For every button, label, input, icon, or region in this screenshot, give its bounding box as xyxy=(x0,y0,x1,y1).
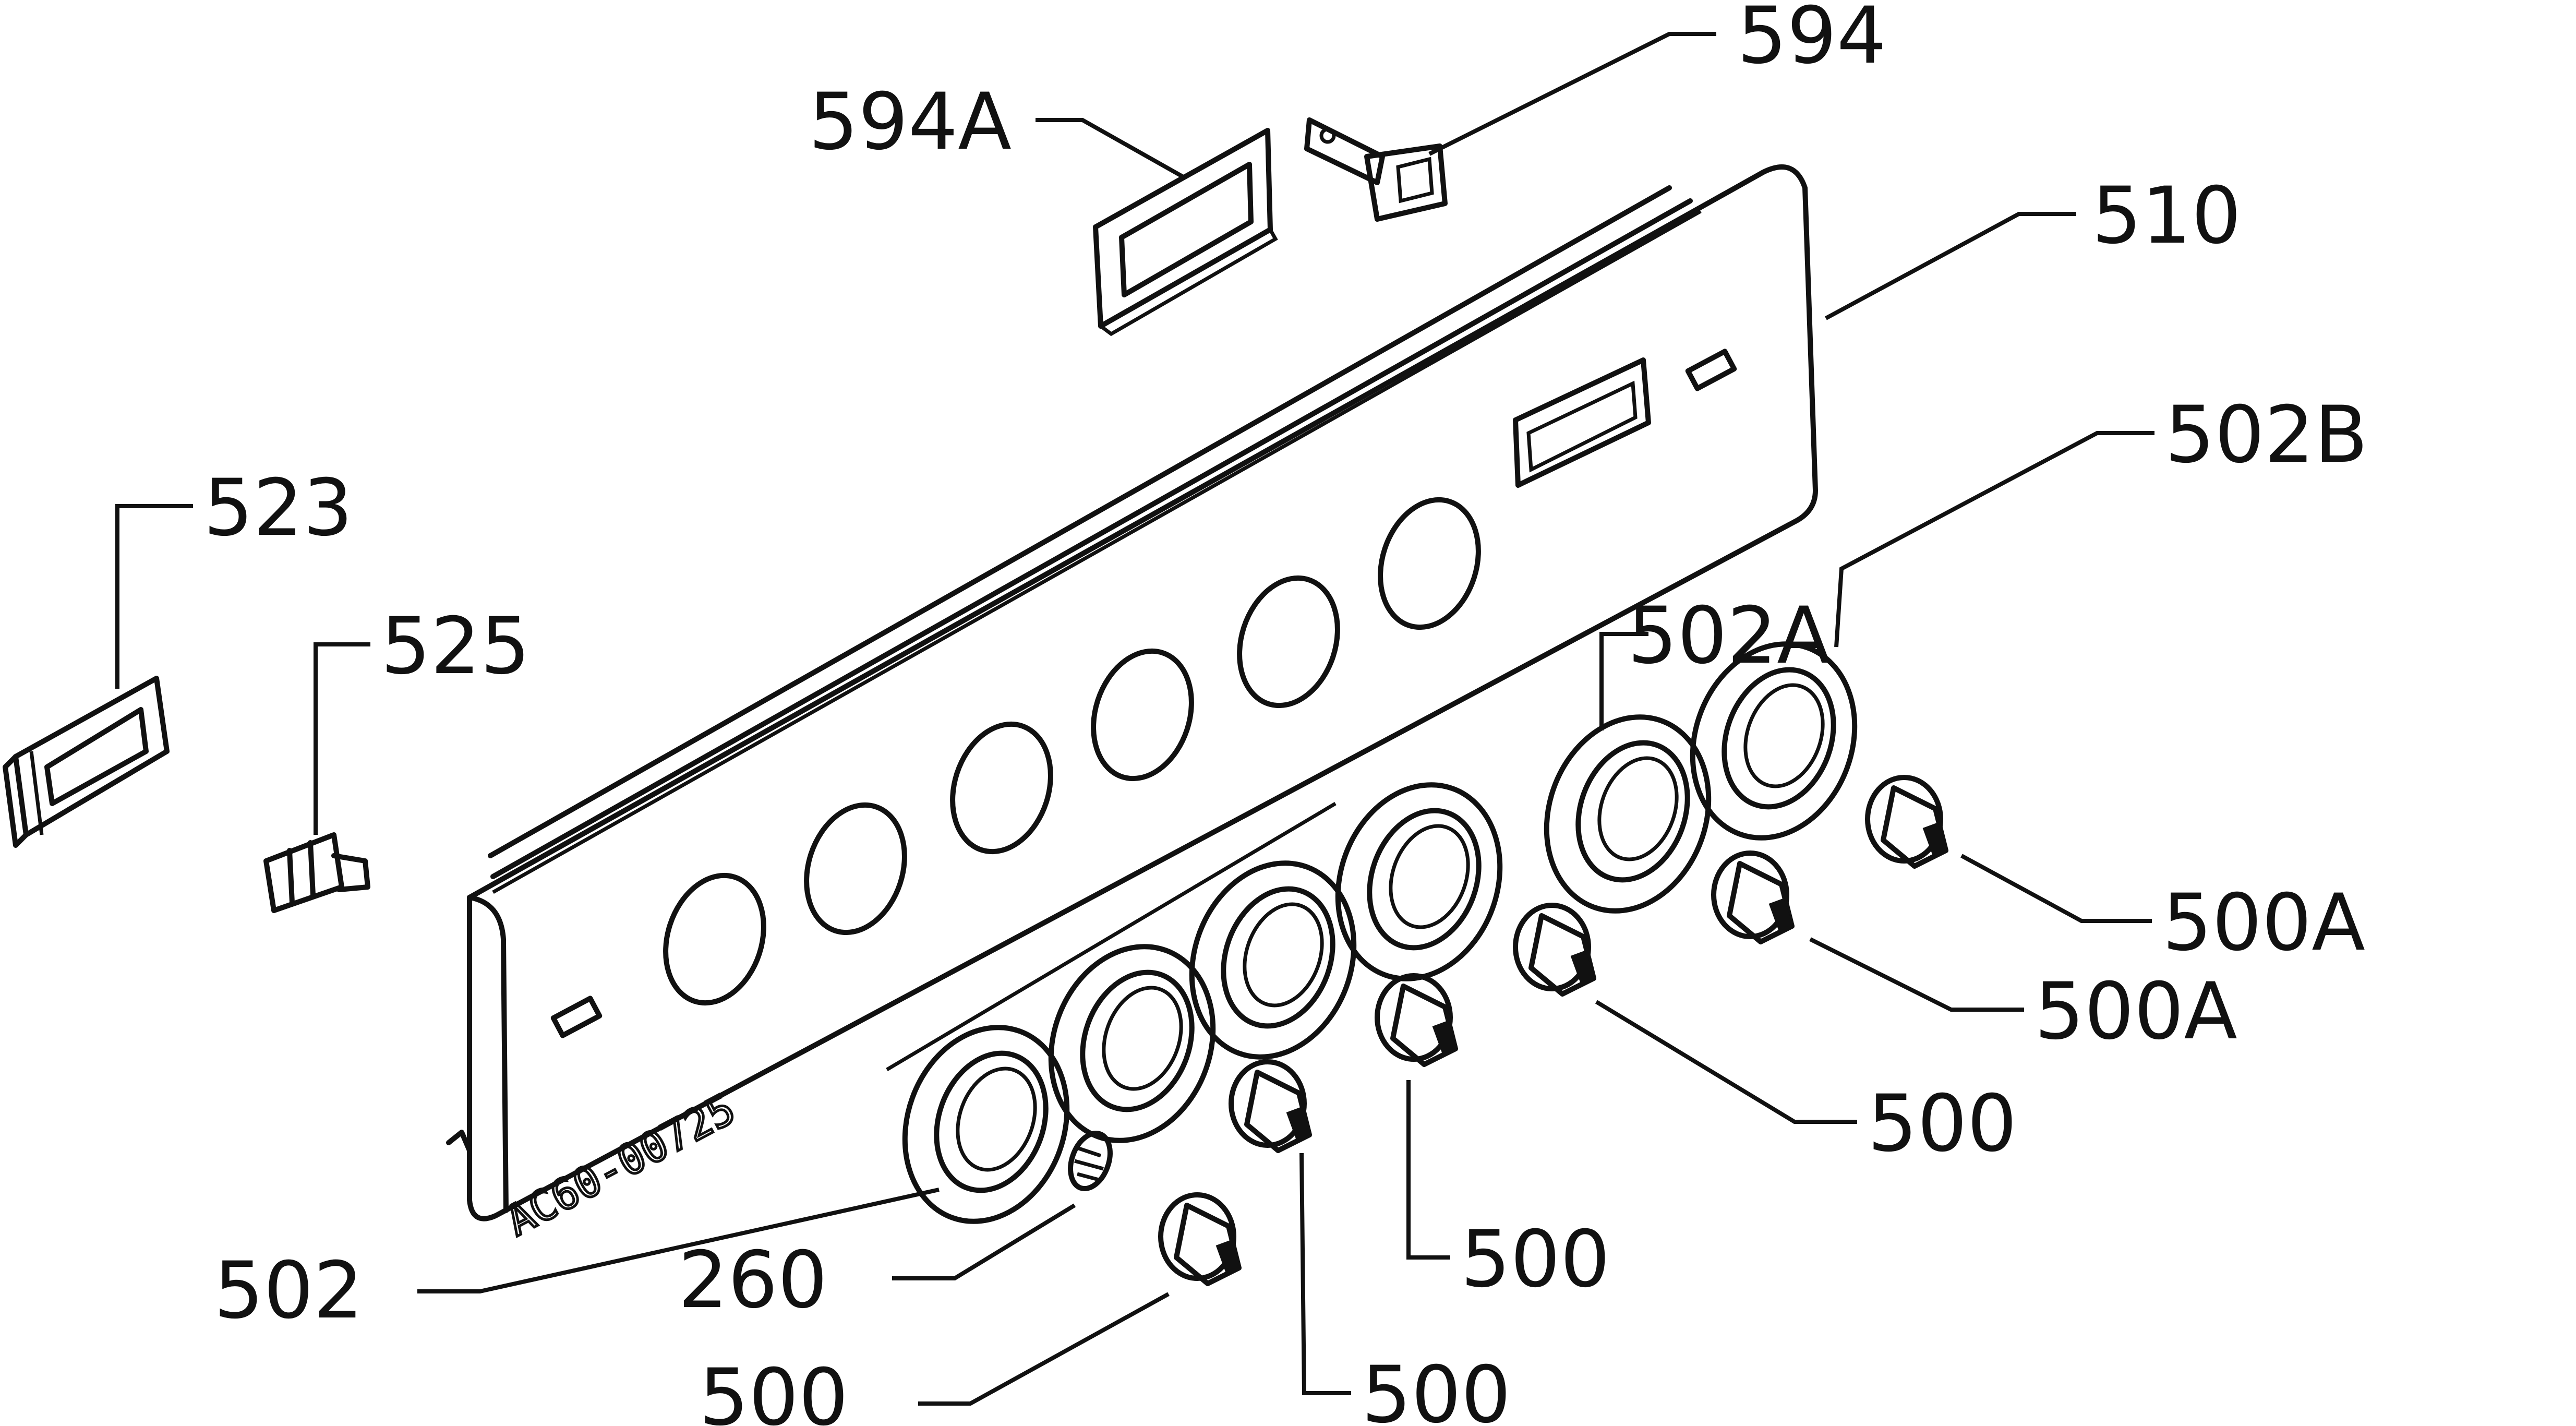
bezel-ring-502b xyxy=(1690,641,1858,841)
spring xyxy=(1068,1130,1113,1192)
bezel-ring xyxy=(1048,944,1216,1143)
bezel-ring xyxy=(902,1025,1070,1224)
lamp-holder-594 xyxy=(1304,117,1448,222)
knob-500a xyxy=(1711,850,1795,944)
knob xyxy=(1229,1059,1312,1153)
connector-525 xyxy=(263,832,370,913)
control-knobs xyxy=(1158,775,1948,1286)
callout-labels: 594 594A 510 502B 523 525 502A 500A 500A… xyxy=(203,0,2368,1426)
callout-510: 510 xyxy=(2092,171,2241,261)
callout-502: 502 xyxy=(214,1245,363,1336)
callout-525: 525 xyxy=(381,601,530,692)
callout-500-right: 500 xyxy=(1868,1079,2017,1169)
callout-500a-upper: 500A xyxy=(2162,878,2365,968)
callout-502a: 502A xyxy=(1628,591,1831,681)
knob xyxy=(1375,973,1458,1067)
bezel-ring xyxy=(1335,782,1503,981)
control-panel: AC60-00725 xyxy=(446,164,1818,1247)
callout-260: 260 xyxy=(678,1235,827,1326)
bezel-ring-502a xyxy=(1544,714,1712,914)
bezel-rings xyxy=(902,641,1858,1224)
panel-stamp: AC60-00725 xyxy=(498,1085,743,1245)
callout-594: 594 xyxy=(1737,0,1886,81)
callout-500-middle: 500 xyxy=(1461,1214,1610,1305)
callout-500-bottom: 500 xyxy=(1362,1350,1511,1426)
display-frame-594a xyxy=(1093,128,1278,337)
knob-500a xyxy=(1865,775,1948,869)
callout-523: 523 xyxy=(203,463,353,554)
leader-lines xyxy=(115,32,2154,1406)
knob xyxy=(1513,903,1596,997)
callout-502b: 502B xyxy=(2165,390,2368,481)
callout-500a-lower: 500A xyxy=(2035,966,2237,1057)
callout-594a: 594A xyxy=(809,77,1012,167)
knob xyxy=(1158,1192,1242,1286)
bezel-ring xyxy=(1189,860,1357,1060)
rocker-switch-523 xyxy=(3,676,170,848)
callout-500-bottom-left: 500 xyxy=(699,1352,848,1426)
